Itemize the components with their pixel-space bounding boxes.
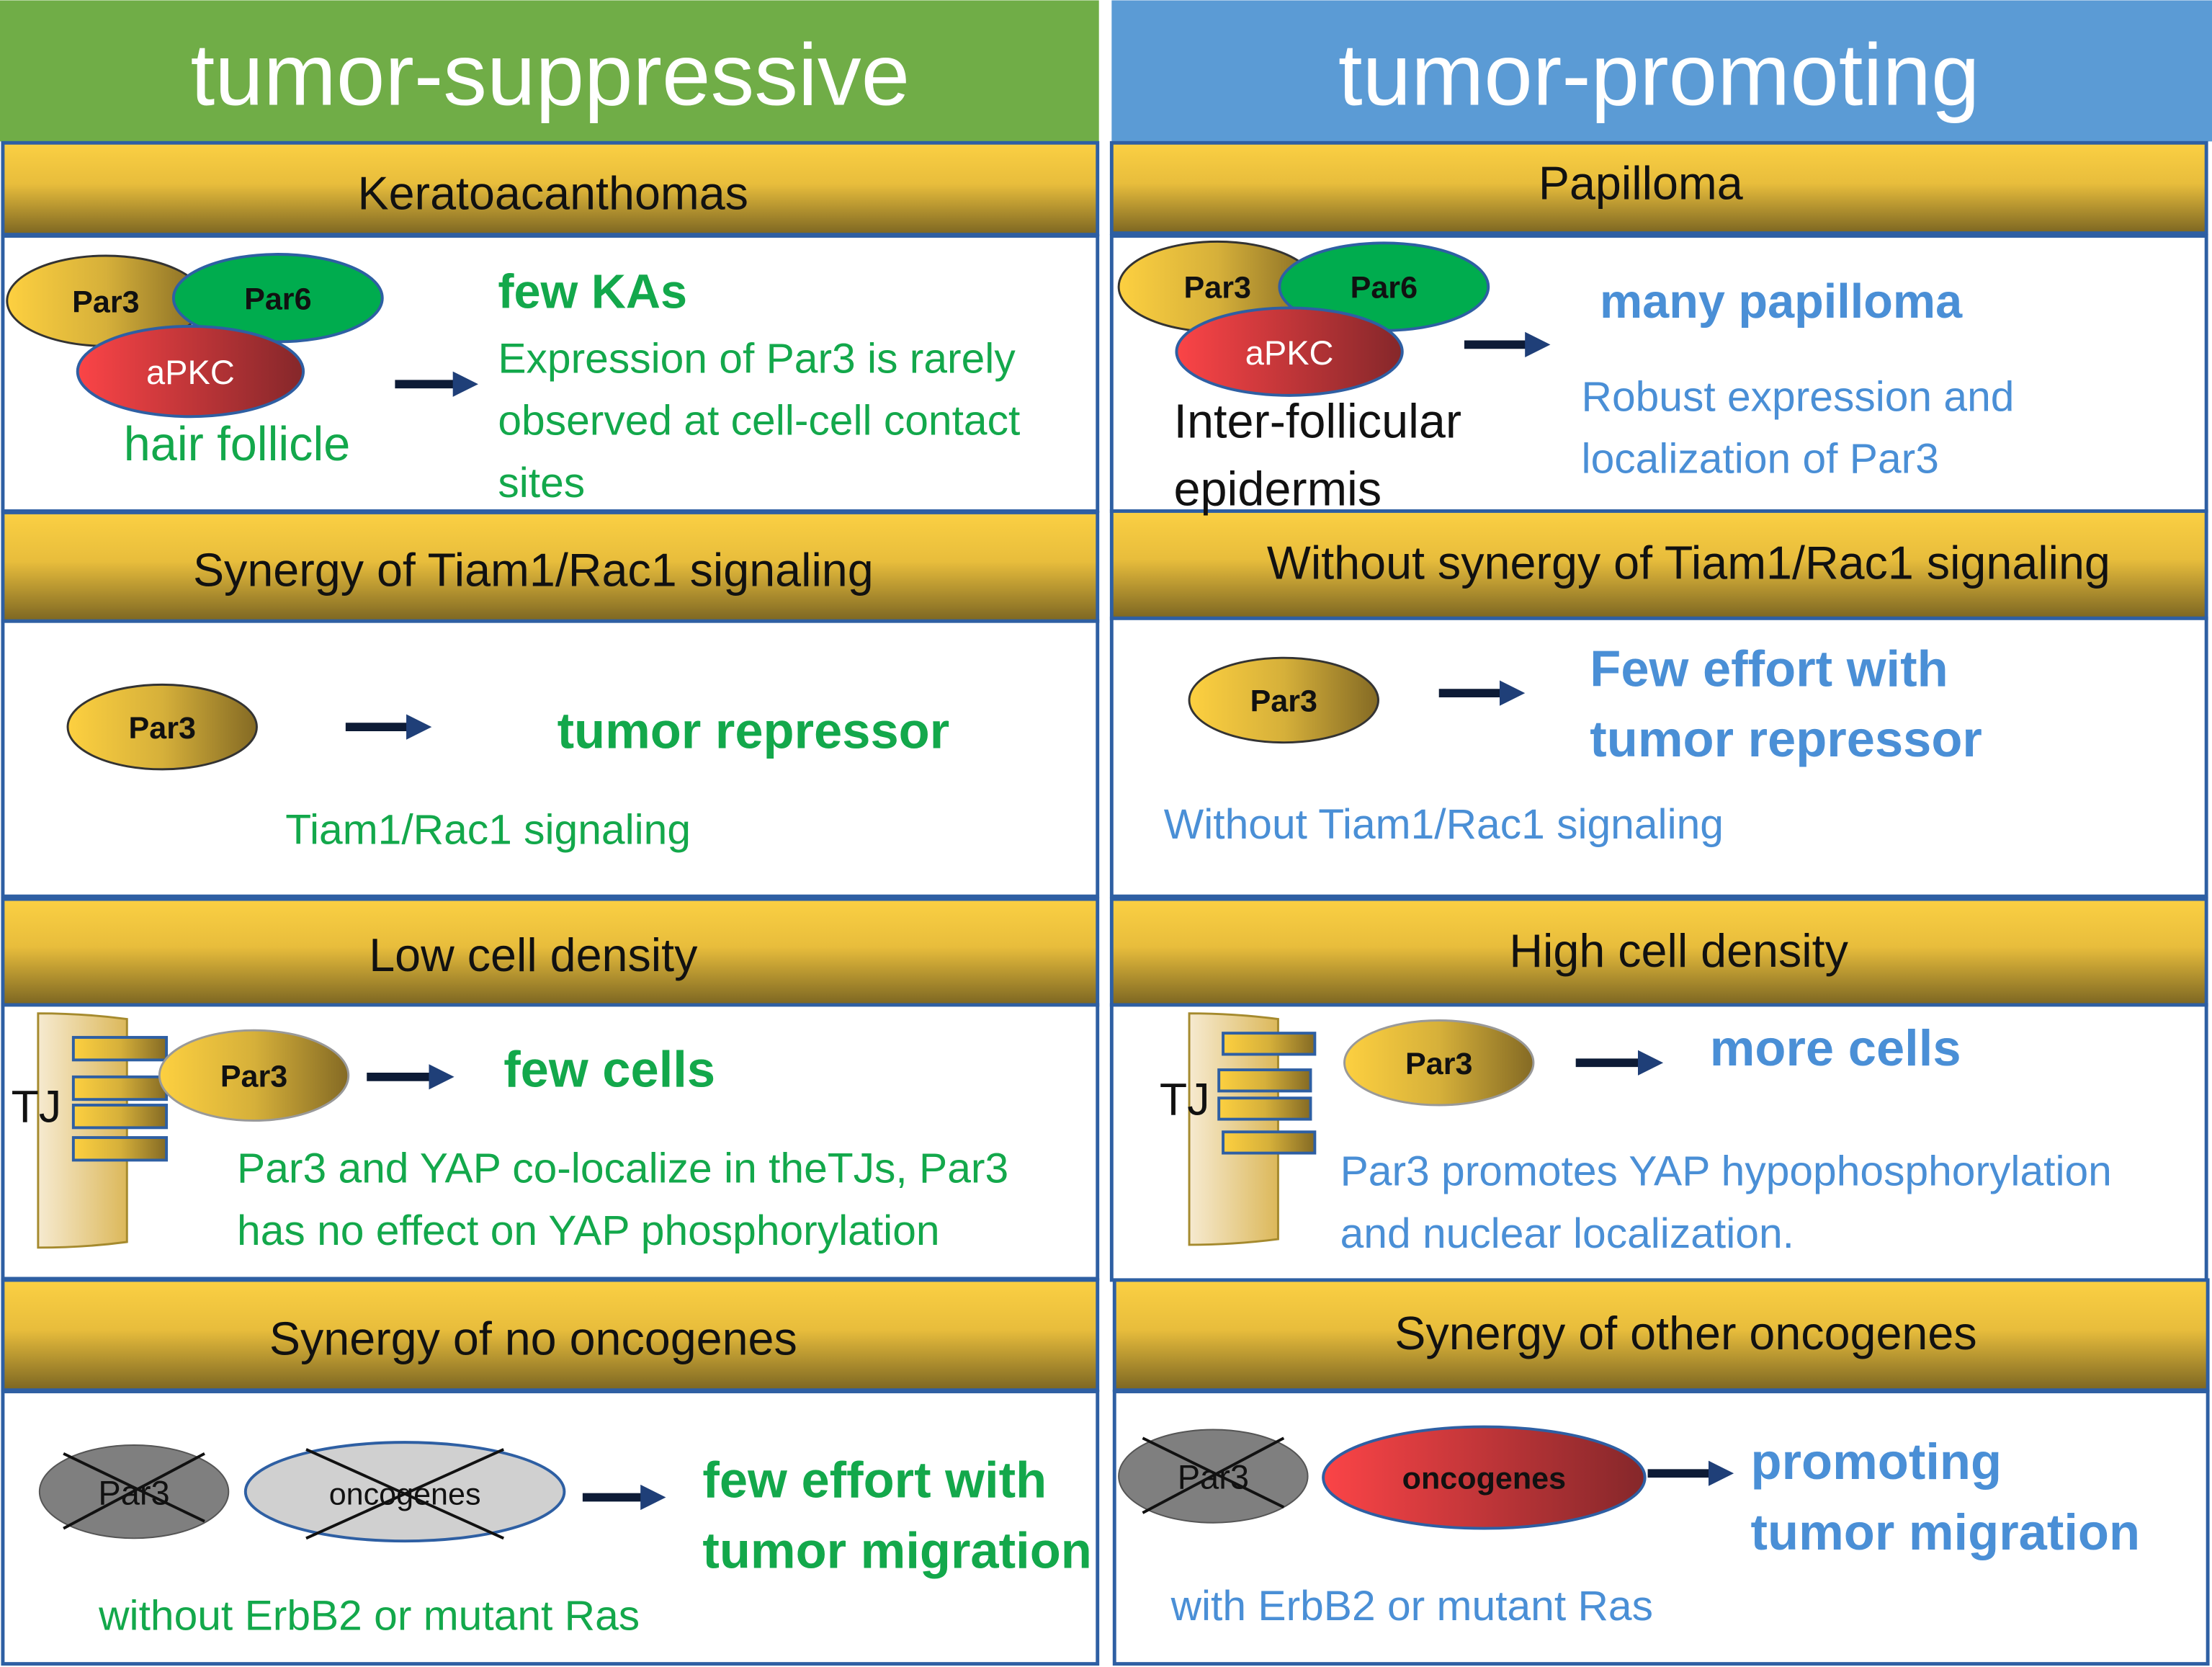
description-line: and nuclear localization. <box>1340 1210 1794 1257</box>
result-line: few effort with <box>702 1451 1047 1508</box>
description-line: has no effect on YAP phosphorylation <box>237 1207 940 1254</box>
cross-icon <box>63 1452 205 1530</box>
par3-label: Par3 <box>1250 684 1317 719</box>
description-line: Robust expression and <box>1582 373 2015 420</box>
band-title: Low cell density <box>369 929 698 981</box>
location-line: epidermis <box>1174 463 1382 517</box>
apkc-protein <box>76 324 305 419</box>
description-text: without ErbB2 or mutant Ras <box>98 1593 640 1640</box>
band-title: Papilloma <box>1539 157 1743 210</box>
tight-junction-icon <box>37 1012 128 1249</box>
oncogenes-inactive <box>243 1441 566 1543</box>
band-title: Synergy of no oncogenes <box>269 1313 797 1365</box>
par6-label: Par6 <box>244 282 311 316</box>
header-suppressive <box>0 0 1099 142</box>
band <box>1109 897 2208 1007</box>
band-title: Synergy of other oncogenes <box>1394 1307 1976 1359</box>
par3-label: Par3 <box>72 285 139 319</box>
junction-bar <box>1222 1032 1317 1056</box>
description-line: Expression of Par3 is rarely <box>498 336 1016 383</box>
description-text: with ErbB2 or mutant Ras <box>1170 1583 1653 1630</box>
result-text: more cells <box>1710 1019 1961 1076</box>
location-line: Inter-follicular <box>1174 395 1462 449</box>
cross-icon <box>305 1448 505 1540</box>
junction-bar <box>1217 1068 1312 1093</box>
par3-protein <box>66 683 258 771</box>
par3-label: Par3 <box>1178 1458 1249 1496</box>
junction-bar <box>1217 1096 1312 1121</box>
header-promoting-title: tumor-promoting <box>1338 25 1980 123</box>
tj-label: TJ <box>1160 1075 1210 1125</box>
band-title: High cell density <box>1509 924 1848 977</box>
result-text: tumor repressor <box>558 702 950 759</box>
par3-protein <box>1343 1019 1535 1107</box>
junction-bar <box>71 1136 169 1162</box>
junction-bar <box>1222 1130 1317 1155</box>
par3-label: Par3 <box>220 1060 287 1094</box>
par3-protein <box>1188 656 1379 744</box>
band-title: Keratoacanthomas <box>358 166 748 219</box>
oncogenes-active <box>1322 1425 1647 1530</box>
band <box>1109 140 2208 236</box>
par3-protein <box>158 1029 350 1122</box>
band-title: Synergy of Tiam1/Rac1 signaling <box>193 543 874 596</box>
tj-label: TJ <box>12 1082 62 1132</box>
result-line: tumor migration <box>1751 1503 2141 1560</box>
oncogenes-label: oncogenes <box>1402 1462 1566 1496</box>
cross-icon <box>1142 1436 1285 1514</box>
description-line: Par3 and YAP co-localize in theTJs, Par3 <box>237 1145 1008 1192</box>
band <box>1109 509 2208 620</box>
description-line: Par3 promotes YAP hypophosphorylation <box>1340 1148 2112 1195</box>
result-line: tumor migration <box>702 1521 1092 1578</box>
result-text: many papilloma <box>1600 275 1963 329</box>
description-text: Without Tiam1/Rac1 signaling <box>1164 801 1724 848</box>
result-text: few cells <box>503 1041 715 1098</box>
result-text: few KAs <box>498 265 687 318</box>
junction-bar <box>71 1036 169 1062</box>
description-line: sites <box>498 460 585 506</box>
apkc-label: aPKC <box>146 353 235 391</box>
par3-label: Par3 <box>1405 1047 1472 1081</box>
header-suppressive-title: tumor-suppressive <box>191 25 910 123</box>
par3-label: Par3 <box>1184 271 1251 305</box>
location-label: hair follicle <box>124 418 351 471</box>
apkc-protein <box>1175 306 1404 397</box>
par3-label: Par3 <box>98 1473 169 1511</box>
result-line: tumor repressor <box>1590 710 1982 767</box>
panel <box>1112 1390 2210 1666</box>
description-text: Tiam1/Rac1 signaling <box>285 807 691 854</box>
par6-label: Par6 <box>1351 271 1418 305</box>
junction-bar <box>71 1104 169 1130</box>
result-line: Few effort with <box>1590 640 1948 697</box>
result-line: promoting <box>1751 1433 2002 1490</box>
description-line: observed at cell-cell contact <box>498 398 1020 444</box>
description-line: localization of Par3 <box>1582 436 1939 483</box>
band-title: Without synergy of Tiam1/Rac1 signaling <box>1267 536 2110 589</box>
par3-label: Par3 <box>129 711 196 746</box>
oncogenes-label: oncogenes <box>329 1477 481 1511</box>
header-promoting <box>1111 0 2212 142</box>
junction-bar <box>71 1075 169 1101</box>
apkc-label: aPKC <box>1245 334 1334 372</box>
